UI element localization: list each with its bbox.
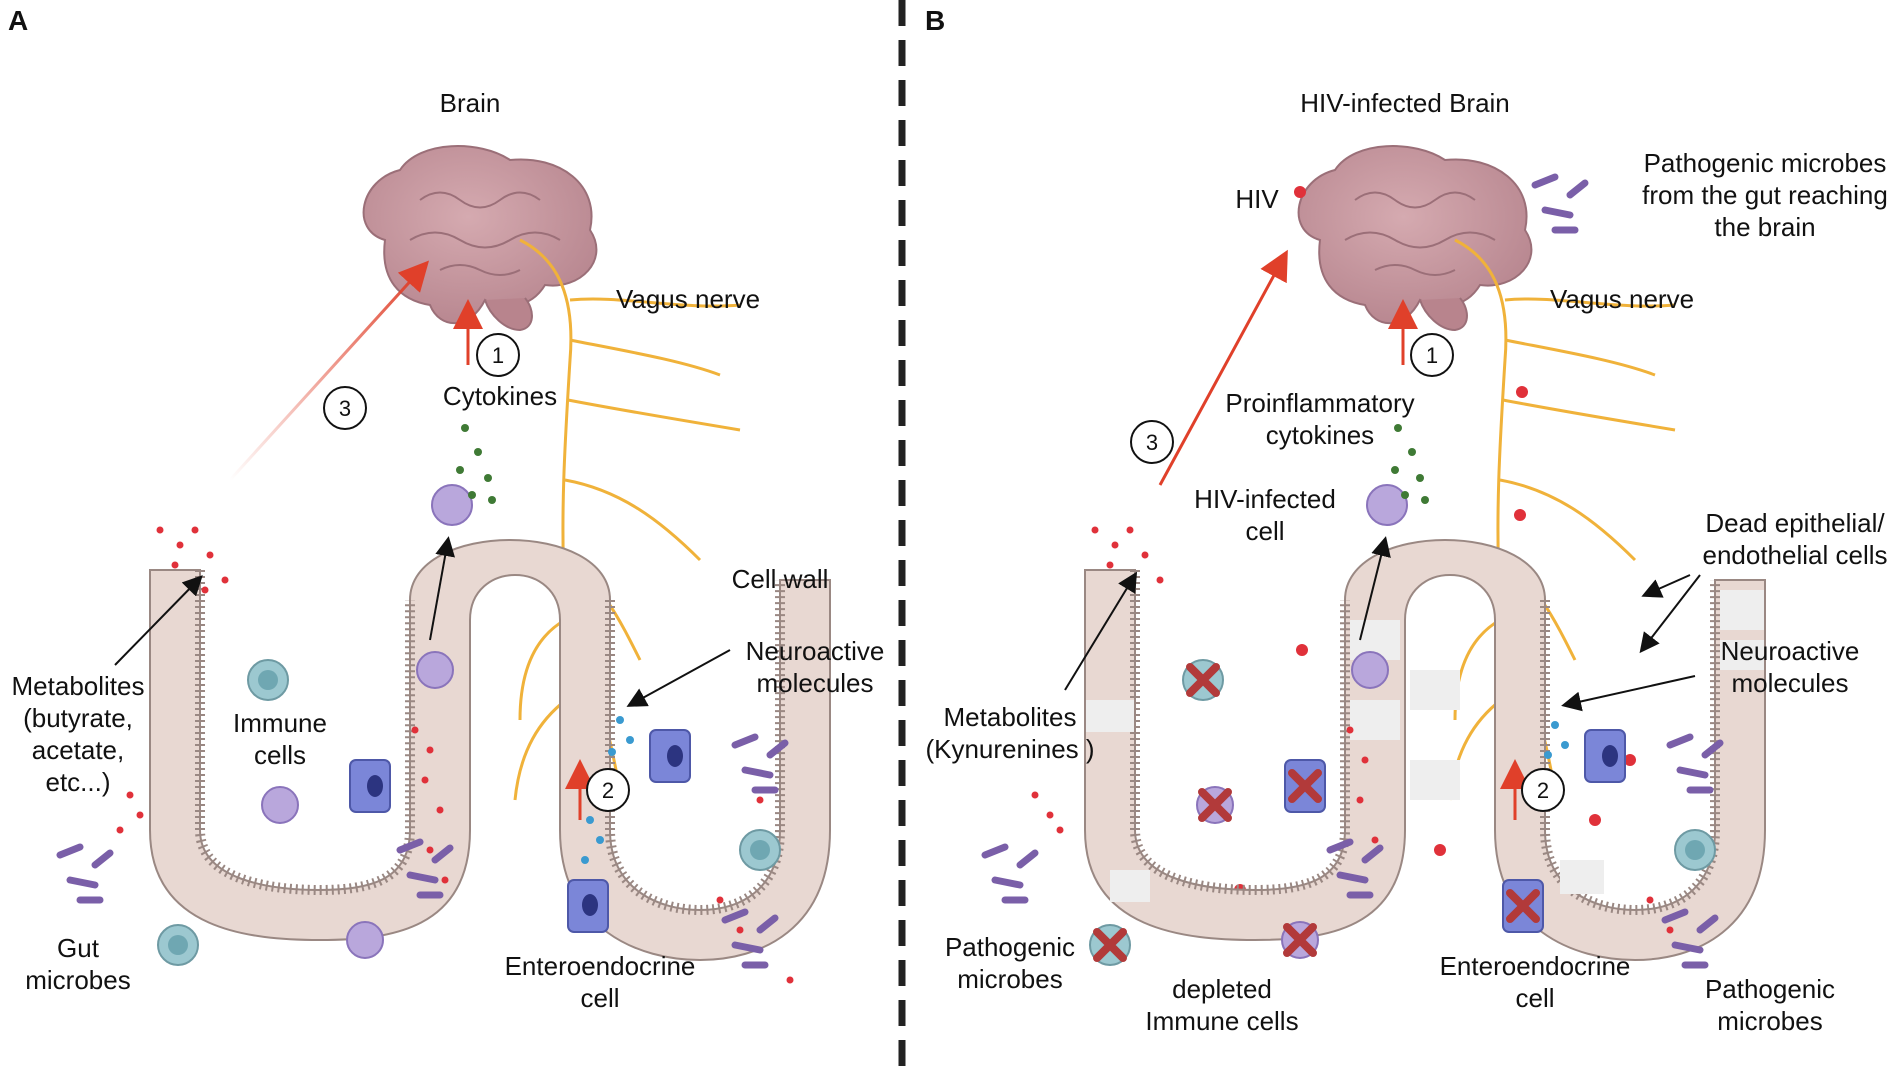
enteroendocrine-label-2: cell <box>580 983 619 1013</box>
metabolites-label-3: acetate, <box>32 735 125 765</box>
gut-microbes-label-2: microbes <box>25 965 130 995</box>
svg-text:3: 3 <box>339 396 351 421</box>
neuroactive-label-2: molecules <box>756 668 873 698</box>
pointer-arrow-metabolites <box>1064 571 1138 691</box>
panel-a: A Brain Vagus nerve <box>8 5 884 1013</box>
panel-b-letter: B <box>925 5 945 36</box>
enteroendocrine-label-1: Enteroendocrine <box>505 951 696 981</box>
dead-cells-label-1: Dead epithelial/ <box>1705 508 1885 538</box>
metabolites-label-1: Metabolites <box>12 671 145 701</box>
svg-text:2: 2 <box>1537 778 1549 803</box>
proinflammatory-label-1: Proinflammatory <box>1225 388 1414 418</box>
cell-wall-label: Cell wall <box>732 564 829 594</box>
immune-cells-label-2: cells <box>254 740 306 770</box>
panel-a-title: Brain <box>440 88 501 118</box>
step-circle-1: 1 <box>476 333 520 377</box>
svg-text:2: 2 <box>602 778 614 803</box>
pathogenic-brain-label-1: Pathogenic microbes <box>1644 148 1887 178</box>
pathogenic-left-label-1: Pathogenic <box>945 932 1075 962</box>
metabolites-label-2: (Kynurenines ) <box>925 734 1094 764</box>
proinflammatory-label-2: cytokines <box>1266 420 1374 450</box>
panel-b-title: HIV-infected Brain <box>1300 88 1510 118</box>
pointer-arrow-neuroactive <box>626 649 731 707</box>
microbe-cluster <box>1531 173 1589 234</box>
dead-cells <box>1086 590 1764 902</box>
neuroactive-label-2: molecules <box>1731 668 1848 698</box>
pathogenic-brain-label-2: from the gut reaching <box>1642 180 1888 210</box>
svg-text:1: 1 <box>492 343 504 368</box>
gut-epithelium <box>149 539 831 962</box>
panel-b: B HIV-infected Brain HIV Pathogenic micr… <box>925 5 1888 1036</box>
metabolites-label-4: etc...) <box>45 767 110 797</box>
pointer-arrow-dead-cells-2 <box>1639 574 1701 654</box>
pointer-arrow-dead-cells-1 <box>1641 574 1691 598</box>
pathogenic-right-label-2: microbes <box>1717 1006 1822 1036</box>
immune-cell-purple <box>261 484 473 959</box>
gut-microbes-label-1: Gut <box>57 933 100 963</box>
hiv-cell-label-2: cell <box>1245 516 1284 546</box>
pathogenic-left-label-2: microbes <box>957 964 1062 994</box>
pointer-arrow-hiv-cell <box>1359 536 1391 641</box>
microbe-cluster <box>56 733 789 969</box>
brain-icon <box>1297 145 1533 332</box>
metabolites-label-1: Metabolites <box>944 702 1077 732</box>
step-circle-2: 2 <box>586 768 630 812</box>
metabolite-dots <box>116 526 794 984</box>
metabolite-dots <box>1031 526 1674 934</box>
enteroendocrine-label-1: Enteroendocrine <box>1440 951 1631 981</box>
depleted-label-1: depleted <box>1172 974 1272 1004</box>
hiv-cell-label-1: HIV-infected <box>1194 484 1336 514</box>
microbe-cluster <box>981 733 1724 969</box>
metabolites-label-2: (butyrate, <box>23 703 133 733</box>
brain-icon <box>362 145 598 332</box>
neuroactive-dots <box>581 716 634 864</box>
hiv-label: HIV <box>1235 184 1279 214</box>
vagus-nerve <box>513 238 741 801</box>
svg-text:3: 3 <box>1146 430 1158 455</box>
panel-a-letter: A <box>8 5 28 36</box>
cross-icon <box>1093 663 1540 962</box>
step-circle-2: 2 <box>1521 768 1565 812</box>
svg-text:1: 1 <box>1426 343 1438 368</box>
step-circle-1: 1 <box>1410 333 1454 377</box>
pathogenic-right-label-1: Pathogenic <box>1705 974 1835 1004</box>
pointer-arrow-immune <box>429 536 456 641</box>
vagus-nerve-label: Vagus nerve <box>616 284 760 314</box>
pathway-arrow-3 <box>1158 249 1288 486</box>
vagus-nerve-label: Vagus nerve <box>1550 284 1694 314</box>
cytokines-label: Cytokines <box>443 381 557 411</box>
vagus-nerve <box>1448 238 1676 801</box>
step-circle-3: 3 <box>323 386 367 430</box>
neuroactive-label-1: Neuroactive <box>746 636 885 666</box>
depleted-label-2: Immune cells <box>1145 1006 1298 1036</box>
pointer-arrow-metabolites <box>114 575 203 666</box>
pathogenic-brain-label-3: the brain <box>1714 212 1815 242</box>
step-circle-3: 3 <box>1130 420 1174 464</box>
dead-cells-label-2: endothelial cells <box>1702 540 1887 570</box>
pathway-arrow-3 <box>228 260 430 482</box>
neuroactive-dots <box>1544 721 1569 759</box>
enteroendocrine-label-2: cell <box>1515 983 1554 1013</box>
cytokine-dots <box>1391 424 1429 504</box>
gut-epithelium <box>1084 539 1766 962</box>
neuroactive-label-1: Neuroactive <box>1721 636 1860 666</box>
pointer-arrow-neuroactive <box>1561 675 1696 712</box>
cytokine-dots <box>456 424 496 504</box>
immune-cells-label-1: Immune <box>233 708 327 738</box>
